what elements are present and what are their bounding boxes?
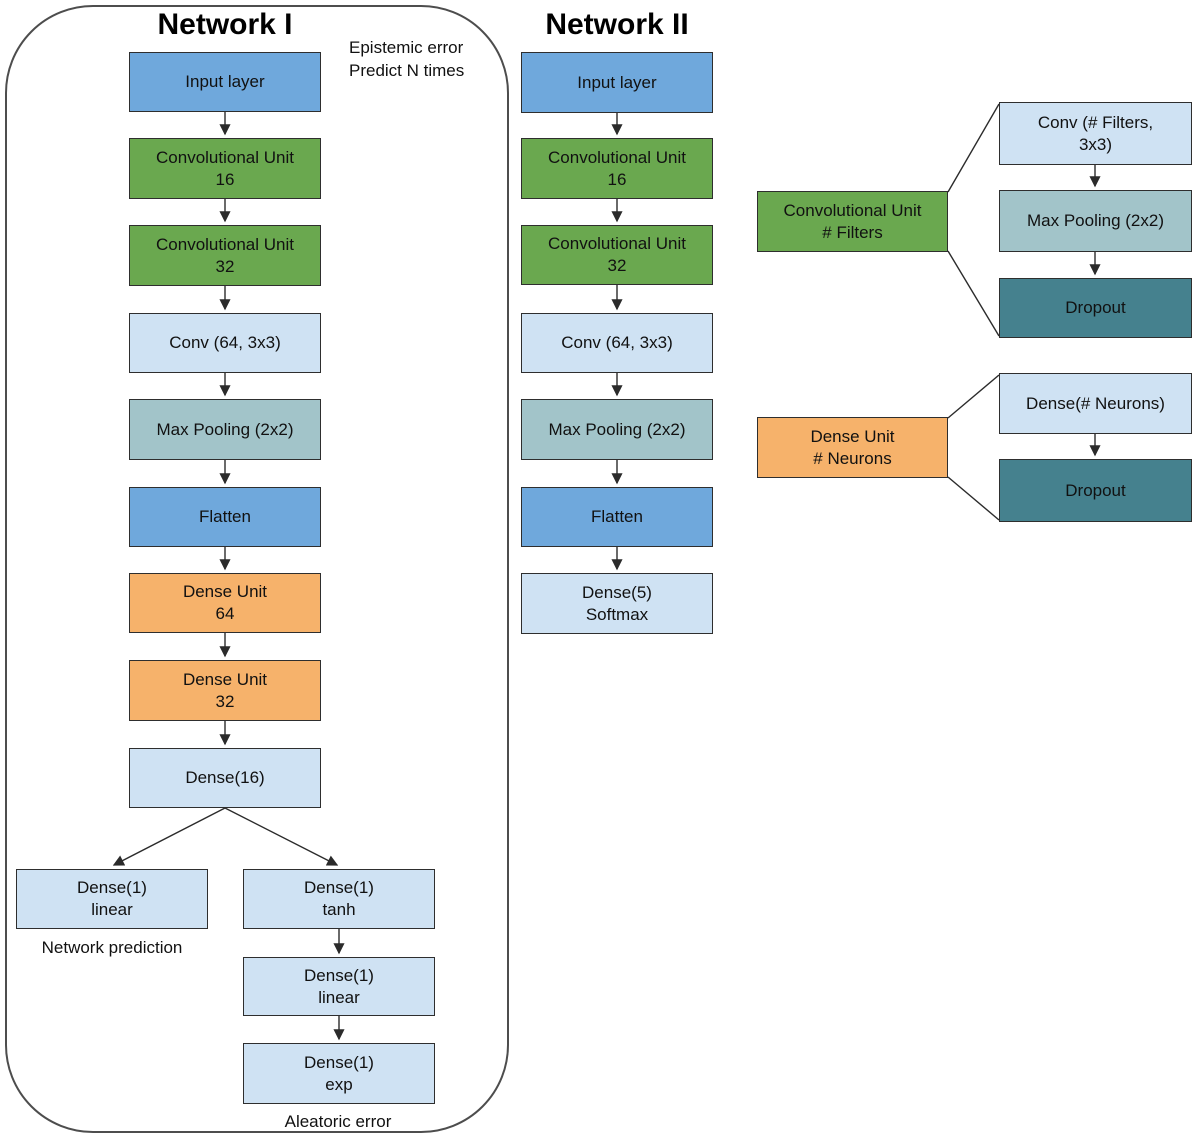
- n2-conv-unit-16-box: Convolutional Unit 16: [521, 138, 713, 199]
- n1-conv-unit-32-box: Convolutional Unit 32: [129, 225, 321, 286]
- n2-input-layer-box: Input layer: [521, 52, 713, 113]
- n1-dense-16-box: Dense(16): [129, 748, 321, 808]
- n2-dense5-softmax-box: Dense(5) Softmax: [521, 573, 713, 634]
- n1-conv-64-box: Conv (64, 3x3): [129, 313, 321, 373]
- legend-conv-max-pooling-box: Max Pooling (2x2): [999, 190, 1192, 252]
- network1-boundary-frame: [5, 5, 509, 1133]
- n1-dense1-tanh-box: Dense(1) tanh: [243, 869, 435, 929]
- epistemic-note: Epistemic error Predict N times: [349, 38, 465, 80]
- n1-dense-unit-64-box: Dense Unit 64: [129, 573, 321, 633]
- legend-conv-filters-box: Conv (# Filters, 3x3): [999, 102, 1192, 165]
- network2-title: Network II: [545, 8, 689, 41]
- n1-dense1-linear-prediction-box: Dense(1) linear: [16, 869, 208, 929]
- n2-conv-64-box: Conv (64, 3x3): [521, 313, 713, 373]
- n1-max-pooling-box: Max Pooling (2x2): [129, 399, 321, 460]
- n2-max-pooling-box: Max Pooling (2x2): [521, 399, 713, 460]
- n1-input-layer-box: Input layer: [129, 52, 321, 112]
- network-prediction-label: Network prediction: [41, 938, 183, 957]
- n2-flatten-box: Flatten: [521, 487, 713, 547]
- legend-dense-dropout-box: Dropout: [999, 459, 1192, 522]
- n1-flatten-box: Flatten: [129, 487, 321, 547]
- legend-dense-unit-box: Dense Unit # Neurons: [757, 417, 948, 478]
- n1-dense-unit-32-box: Dense Unit 32: [129, 660, 321, 721]
- aleatoric-error-label: Aleatoric error: [284, 1112, 392, 1131]
- n2-conv-unit-32-box: Convolutional Unit 32: [521, 225, 713, 285]
- network1-title: Network I: [157, 8, 293, 41]
- n1-conv-unit-16-box: Convolutional Unit 16: [129, 138, 321, 199]
- legend-conv-dropout-box: Dropout: [999, 278, 1192, 338]
- legend-conv-unit-box: Convolutional Unit # Filters: [757, 191, 948, 252]
- n1-dense1-linear-box: Dense(1) linear: [243, 957, 435, 1016]
- n1-dense1-exp-box: Dense(1) exp: [243, 1043, 435, 1104]
- legend-dense-neurons-box: Dense(# Neurons): [999, 373, 1192, 434]
